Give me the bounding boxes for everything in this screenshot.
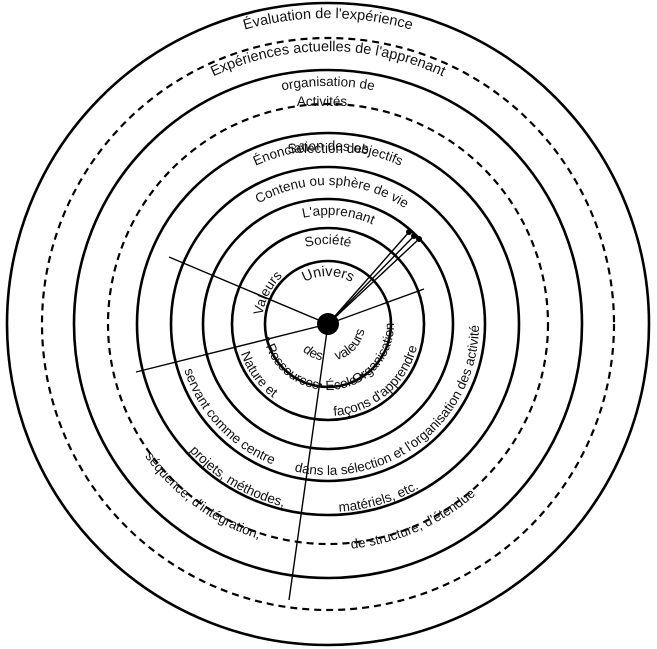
spoke-end-dot-3 bbox=[416, 236, 422, 242]
label-societe: Société bbox=[303, 232, 353, 250]
ring-activites bbox=[72, 68, 584, 580]
spoke-left-upper bbox=[168, 256, 329, 325]
ring-experiences bbox=[40, 36, 616, 612]
label-apprenant: L'apprenant bbox=[301, 203, 378, 227]
ring-evaluation bbox=[5, 1, 651, 647]
spoke-bundle-3 bbox=[327, 238, 420, 325]
ring-societe bbox=[230, 226, 426, 422]
ring-univers bbox=[263, 259, 393, 389]
spoke-bundle-2 bbox=[327, 235, 415, 325]
label-organisation-de: organisation de bbox=[280, 74, 376, 93]
ring-apprenant bbox=[201, 197, 455, 451]
spoke-end-dot-2 bbox=[411, 233, 417, 239]
ring-objectifs bbox=[135, 131, 521, 517]
spoke-bottom bbox=[288, 323, 329, 601]
label-experiences: Expériences actuelles de l'apprenant bbox=[208, 39, 447, 80]
label-dans-la-selection: dans la sélection et l'organisation des … bbox=[0, 0, 482, 478]
label-valeurs-right: valeurs bbox=[333, 327, 368, 363]
center-dot bbox=[317, 313, 339, 335]
ring-contenu bbox=[169, 165, 487, 483]
label-univers: Univers bbox=[300, 264, 357, 286]
spoke-end-dot-1 bbox=[406, 229, 412, 235]
spoke-bundle-1 bbox=[327, 231, 410, 325]
label-activites: Activités bbox=[297, 94, 348, 109]
spoke-left-lower bbox=[135, 323, 329, 373]
label-des: des bbox=[300, 341, 325, 363]
ring-selection bbox=[106, 102, 550, 546]
label-evaluation: Évaluation de l'expérience bbox=[241, 6, 414, 33]
spoke-right bbox=[327, 288, 425, 325]
label-selection-des: Sélection des bbox=[287, 141, 368, 156]
